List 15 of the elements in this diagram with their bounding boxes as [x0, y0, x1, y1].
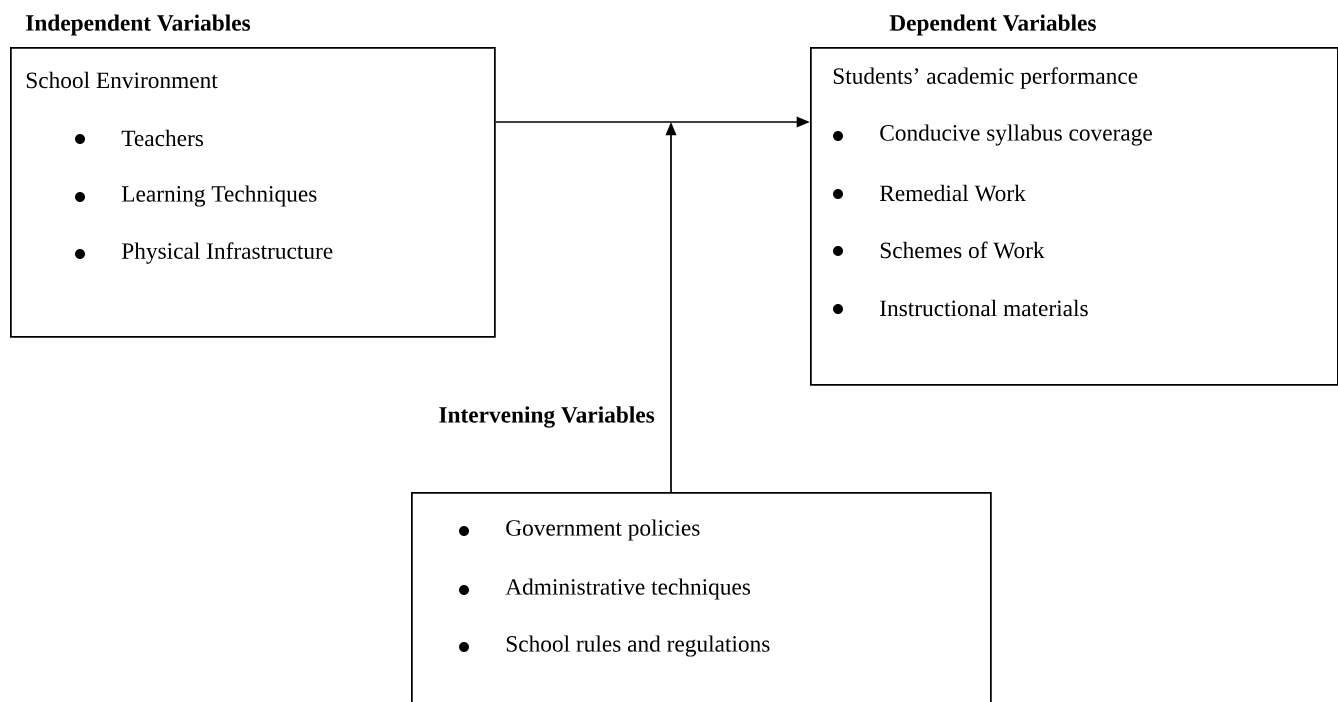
box-heading: Dependent Variables	[889, 14, 1096, 36]
bullet-item: School rules and regulations	[459, 635, 770, 657]
bullet-item: Conducive syllabus coverage	[833, 124, 1152, 146]
box-title: Students’ academic performance	[833, 67, 1138, 89]
bullet-item: Remedial Work	[833, 184, 1026, 202]
box-title: School Environment	[26, 71, 218, 89]
bullet-item: Administrative techniques	[459, 578, 751, 600]
box-heading: Independent Variables	[26, 14, 251, 36]
bullet-item: Instructional materials	[833, 299, 1088, 317]
bullet-item: Teachers	[75, 129, 204, 147]
bullet-item: Government policies	[459, 519, 700, 541]
bullet-item: Learning Techniques	[75, 185, 317, 207]
box-heading: Intervening Variables	[439, 406, 655, 428]
bullet-item: Schemes of Work	[833, 241, 1045, 259]
bullet-item: Physical Infrastructure	[75, 242, 333, 264]
